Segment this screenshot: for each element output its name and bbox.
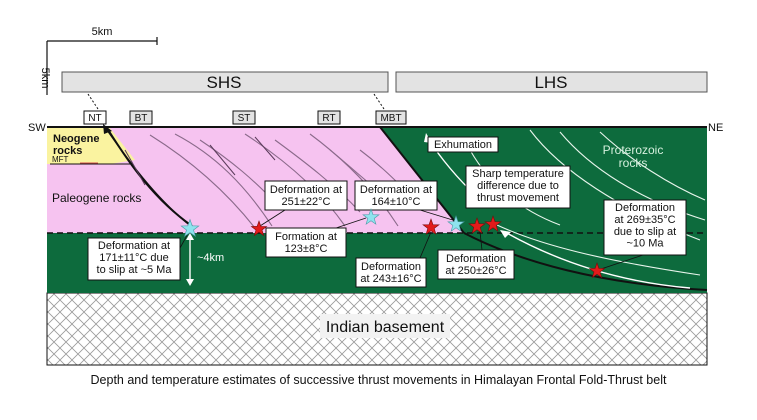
thrust-labels: NT BT ST RT MBT (83, 110, 407, 125)
scale-horizontal-label: 5km (92, 26, 113, 38)
star-red-251 (250, 220, 268, 237)
svg-text:ST: ST (238, 113, 251, 124)
star-red-250a (468, 217, 486, 234)
internal-thrust-lines (149, 133, 411, 229)
paleogene-label: Paleogene rocks (52, 191, 141, 205)
thrust-label-bt: BT (129, 110, 153, 125)
scale-vertical-label: 5km (39, 68, 51, 89)
leader-lines (179, 209, 644, 271)
pink-flow-arrows (124, 136, 276, 186)
depth-label: ~4km (197, 252, 224, 264)
sample-stars (180, 208, 606, 279)
svg-text:NT: NT (88, 113, 101, 124)
direction-sw: SW (28, 122, 46, 134)
direction-ne: NE (708, 122, 723, 134)
star-red-243 (422, 218, 440, 235)
figure-caption: Depth and temperature estimates of succe… (90, 373, 667, 387)
basement-label-bg (320, 314, 450, 338)
thrust-label-nt: NT (83, 110, 107, 125)
exhumation-label: Exhumation (434, 139, 492, 151)
star-cyan-mbt (447, 215, 465, 232)
banner-lhs: LHS (395, 71, 708, 93)
svg-text:MBT: MBT (380, 113, 401, 124)
thrust-label-mbt: MBT (375, 110, 407, 125)
banner-shs-label: SHS (207, 73, 242, 92)
star-red-269 (588, 262, 606, 279)
star-red-250b (484, 215, 502, 232)
basement-label: Indian basement (326, 319, 445, 336)
banner-shs: SHS (61, 71, 389, 93)
mft-label: MFT (52, 155, 69, 164)
star-cyan-171 (180, 218, 200, 238)
star-cyan-164 (362, 208, 380, 225)
banner-lhs-label: LHS (534, 73, 567, 92)
svg-text:BT: BT (135, 113, 148, 124)
thrust-label-rt: RT (317, 110, 341, 125)
scale-bar: 5km 5km (39, 26, 158, 95)
svg-text:RT: RT (322, 113, 335, 124)
thrust-label-st: ST (232, 110, 256, 125)
